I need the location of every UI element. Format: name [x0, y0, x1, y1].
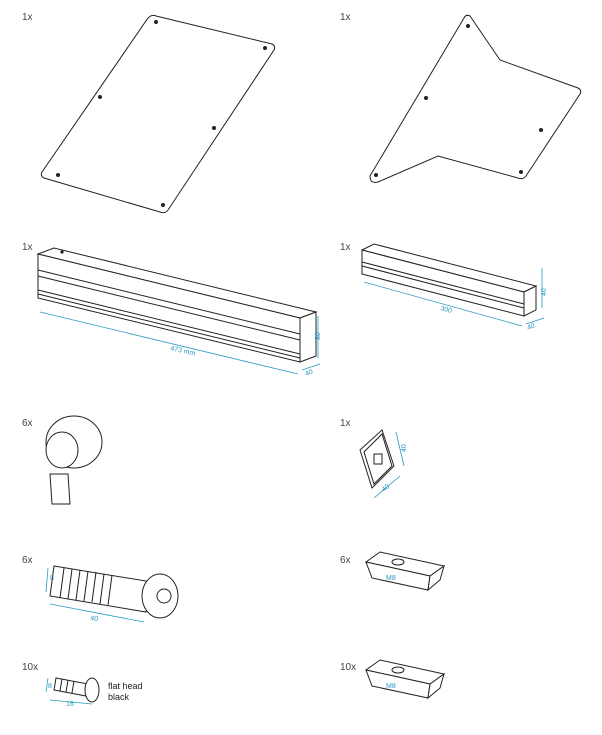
end-cap-width: 40: [381, 483, 392, 493]
slot-nut-b-label: M8: [386, 683, 396, 690]
profile-short-length: 300: [439, 305, 452, 315]
socket-screw-length: 40: [90, 615, 99, 623]
base-plate-drawing: [40, 14, 276, 214]
socket-screw-diameter: 8: [50, 575, 54, 582]
slot-nut-b-drawing: M8: [364, 659, 446, 700]
qty-profile-long: 1x: [22, 242, 33, 253]
qty-ball-knob: 6x: [22, 418, 33, 429]
hole-icon: [56, 173, 60, 177]
hole-icon: [466, 24, 470, 28]
hole-icon: [519, 170, 523, 174]
qty-flat-head-screw: 10x: [22, 662, 39, 673]
hole-icon: [424, 96, 428, 100]
flat-head-note: flat head black: [108, 681, 143, 703]
profile-short-width: 40: [526, 323, 536, 332]
qty-profile-short: 1x: [340, 242, 351, 253]
hole-icon: [539, 128, 543, 132]
hole-icon: [263, 46, 267, 50]
star-plate-drawing: [369, 14, 582, 183]
slot-nut-a-label: M8: [386, 575, 396, 582]
flat-head-note-line1: flat head: [108, 681, 143, 691]
profile-short-drawing: 300 40 40: [360, 243, 548, 332]
profile-long-height: 80: [315, 332, 322, 340]
qty-slot-nut-a: 6x: [340, 555, 351, 566]
slot-nut-a-drawing: M8: [364, 551, 446, 592]
qty-star-plate: 1x: [340, 12, 351, 23]
flat-head-note-line2: black: [108, 692, 130, 702]
flat-head-screw-length: 16: [66, 701, 74, 708]
flat-head-screw-diameter: 8: [48, 683, 52, 690]
profile-long-width: 40: [304, 369, 314, 378]
hole-icon: [98, 95, 102, 99]
end-cap-drawing: 40 40: [359, 429, 408, 499]
qty-end-cap: 1x: [340, 418, 351, 429]
hole-icon: [154, 20, 158, 24]
profile-short-height: 40: [541, 288, 548, 296]
ball-knob-drawing: [45, 415, 103, 505]
hole-icon: [161, 203, 165, 207]
hole-icon: [212, 126, 216, 130]
socket-screw-drawing: 8 40: [45, 565, 179, 623]
flat-head-screw-drawing: 8 16: [45, 677, 100, 708]
qty-base-plate: 1x: [22, 12, 33, 23]
hole-icon: [374, 173, 378, 177]
end-cap-height: 40: [401, 444, 408, 452]
qty-slot-nut-b: 10x: [340, 662, 357, 673]
profile-long-drawing: 473 mm 80 40: [36, 247, 322, 378]
profile-long-length: 473 mm: [170, 345, 196, 358]
qty-socket-screw: 6x: [22, 555, 33, 566]
